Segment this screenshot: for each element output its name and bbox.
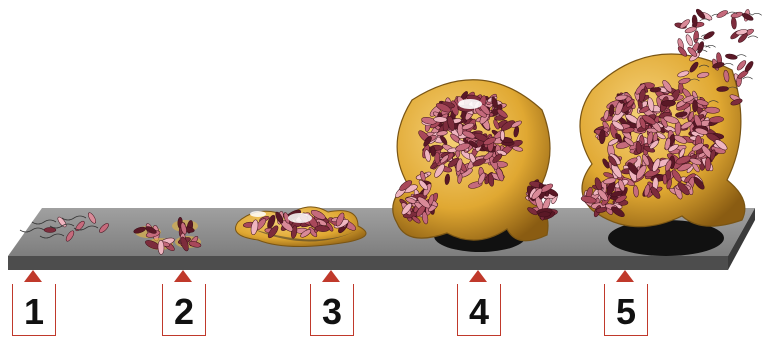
- stage-marker-1: [24, 270, 42, 282]
- stage-marker-4: [469, 270, 487, 282]
- stage-label-1: 1: [12, 284, 56, 336]
- surface-front: [8, 256, 728, 270]
- stage-label-2: 2: [162, 284, 206, 336]
- stage-label-5: 5: [604, 284, 648, 336]
- stage-label-4: 4: [457, 284, 501, 336]
- stage-marker-2: [174, 270, 192, 282]
- stage-label-3: 3: [310, 284, 354, 336]
- stage-4-mushroom: [393, 80, 559, 252]
- stage-5-dispersal: [580, 8, 762, 256]
- stage-marker-5: [616, 270, 634, 282]
- stage-marker-3: [322, 270, 340, 282]
